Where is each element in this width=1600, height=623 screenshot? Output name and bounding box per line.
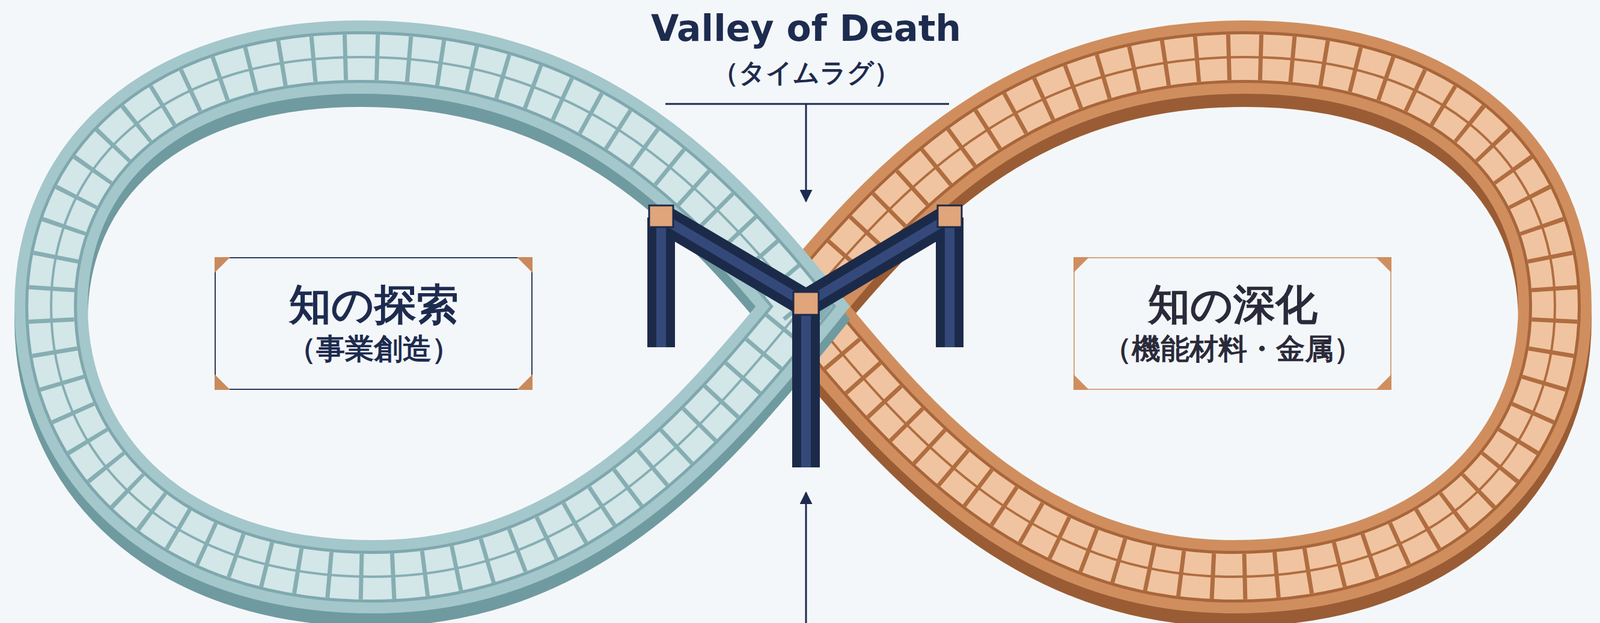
corner-marker xyxy=(214,257,231,273)
box-heading: 知の探索 xyxy=(289,279,459,330)
loop-band xyxy=(51,57,804,578)
loop-truss-spine xyxy=(51,57,804,578)
corner-marker xyxy=(214,374,231,391)
copper-loop xyxy=(803,57,1555,591)
callout-subtitle: （タイムラグ） xyxy=(712,55,901,91)
corner-marker xyxy=(1073,374,1090,391)
concept-box: 知の探索（事業創造） xyxy=(214,257,533,391)
frame-cap xyxy=(793,292,819,315)
box-heading: 知の深化 xyxy=(1148,279,1318,330)
loop-rail xyxy=(803,57,1555,578)
bridge-frame xyxy=(649,205,962,468)
loop-truss-bed xyxy=(51,57,804,578)
loop-truss-ribs xyxy=(803,57,1555,578)
teal-loop xyxy=(51,57,804,591)
box-subheading: （機能材料・金属） xyxy=(1102,329,1363,368)
loop-truss-bed xyxy=(803,57,1555,578)
frame-beam-faces xyxy=(661,217,950,468)
corner-marker xyxy=(516,374,533,391)
loop-truss-spine xyxy=(803,57,1555,578)
concept-box: 知の深化（機能材料・金属） xyxy=(1073,257,1392,391)
corner-marker xyxy=(1375,257,1392,273)
corner-marker xyxy=(516,257,533,273)
loop-rail xyxy=(51,57,804,578)
callout-arrow xyxy=(805,103,808,202)
upward-arrow xyxy=(805,492,808,623)
box-subheading: （事業創造） xyxy=(287,329,461,368)
frame-cap xyxy=(649,205,674,228)
callout-title: Valley of Death xyxy=(650,7,962,50)
loop-truss-ribs xyxy=(51,57,804,578)
loop-band xyxy=(803,57,1555,578)
corner-marker xyxy=(1073,257,1090,273)
frame-cap xyxy=(937,205,962,228)
frame-beams xyxy=(661,217,950,468)
callout-line xyxy=(665,103,950,106)
corner-marker xyxy=(1375,374,1392,391)
